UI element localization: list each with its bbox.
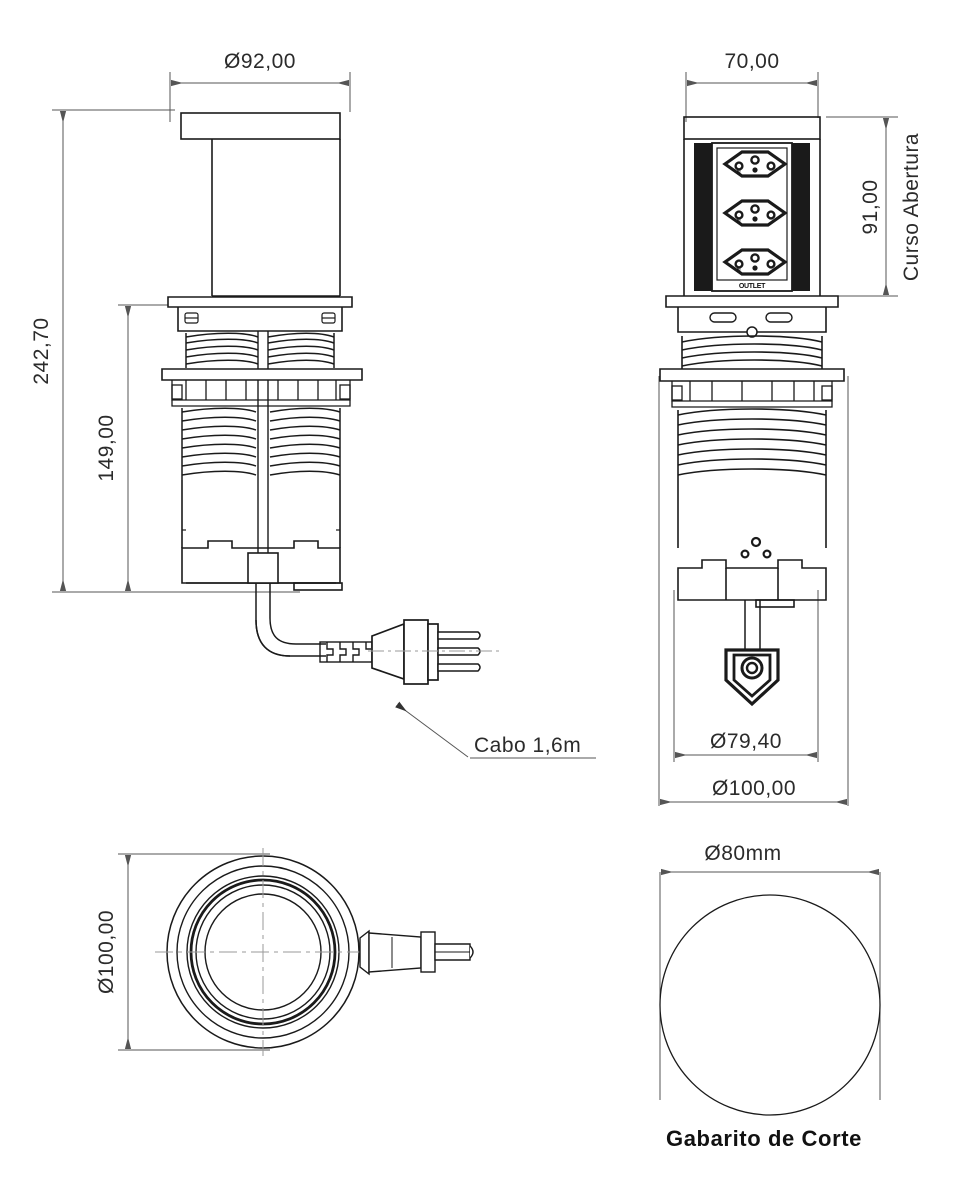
socket-1-pin-earth bbox=[750, 155, 760, 165]
socket-1-neutral-label: N bbox=[737, 170, 741, 176]
cut-template-title: Gabarito de Corte bbox=[666, 1126, 862, 1151]
socket-1[interactable]: N bbox=[722, 150, 788, 178]
dimension-dia80mm bbox=[659, 868, 881, 1100]
right-bottom-cap bbox=[677, 559, 827, 601]
screw-left bbox=[740, 549, 750, 559]
lower-barrel-sides bbox=[181, 480, 341, 548]
dim-label-dia100-00-top: Ø100,00 bbox=[95, 910, 118, 994]
top-cap-lid bbox=[180, 112, 341, 140]
dim-label-91-00: 91,00 bbox=[859, 179, 882, 234]
product-profile-right-lower bbox=[659, 295, 845, 707]
socket-2-pin-mark bbox=[752, 216, 758, 222]
socket-2-neutral-label: N bbox=[737, 219, 741, 225]
mid-flange-plate bbox=[161, 368, 363, 381]
tower-shadow-left bbox=[694, 143, 712, 291]
release-button-right bbox=[765, 312, 793, 323]
socket-2-pin-left bbox=[734, 210, 744, 220]
top-view-centerlines bbox=[155, 848, 368, 1056]
center-screw bbox=[746, 326, 758, 338]
socket-3-pin-right bbox=[766, 259, 776, 269]
dim-label-dia100-00-front: Ø100,00 bbox=[712, 777, 796, 800]
dimension-dia100-00-front bbox=[658, 376, 849, 806]
socket-3-neutral-label: N bbox=[737, 268, 741, 274]
top-view-cable-plug bbox=[359, 929, 474, 976]
brand-logo-text: OUTLET bbox=[739, 283, 766, 290]
lower-coil-spring bbox=[677, 408, 827, 480]
socket-2[interactable]: N bbox=[722, 199, 788, 227]
screw-top bbox=[750, 536, 762, 548]
top-cap-bar-right bbox=[683, 116, 821, 140]
lower-bellows bbox=[181, 407, 341, 480]
cut-template-circle bbox=[659, 894, 881, 1116]
socket-3-pin-earth bbox=[750, 253, 760, 263]
socket-panel-inner bbox=[716, 147, 788, 281]
upper-collar bbox=[177, 307, 343, 332]
socket-2-pin-earth bbox=[750, 204, 760, 214]
socket-3-pin-mark bbox=[752, 265, 758, 271]
right-mid-flange bbox=[659, 368, 845, 382]
screw-right bbox=[762, 549, 772, 559]
dimension-dia92 bbox=[169, 72, 351, 122]
dim-label-149-00: 149,00 bbox=[95, 414, 118, 481]
view-cut-template: Ø80mm Gabarito de Corte bbox=[659, 842, 881, 1151]
dim-label-dia80mm: Ø80mm bbox=[704, 842, 781, 865]
dimension-dia79-40 bbox=[673, 590, 819, 762]
socket-3[interactable]: N bbox=[722, 248, 788, 276]
right-lower-barrel bbox=[677, 480, 827, 548]
annotation-curso-abertura: Curso Abertura bbox=[900, 133, 923, 281]
bottom-tab bbox=[293, 582, 343, 591]
upper-bellows bbox=[185, 332, 335, 368]
plug-body bbox=[371, 619, 439, 685]
dim-label-dia92: Ø92,00 bbox=[224, 50, 296, 73]
top-flange-plate bbox=[167, 296, 353, 308]
right-slotted-ring bbox=[671, 381, 833, 408]
callout-label-cable: Cabo 1,6m bbox=[474, 734, 581, 757]
socket-group: N N N OUTLET bbox=[722, 150, 788, 290]
socket-3-pin-left bbox=[734, 259, 744, 269]
callout-cable bbox=[395, 701, 596, 759]
upper-coil-spring bbox=[681, 335, 823, 370]
socket-2-pin-right bbox=[766, 210, 776, 220]
view-top: Ø100,00 bbox=[95, 848, 474, 1056]
right-top-flange bbox=[665, 295, 839, 308]
socket-1-pin-left bbox=[734, 161, 744, 171]
cable-gland bbox=[247, 552, 279, 584]
dimension-dia100-00-top bbox=[118, 853, 270, 1051]
dim-label-242-70: 242,70 bbox=[30, 317, 53, 384]
tower-shadow-right bbox=[792, 143, 810, 291]
right-bottom-tab bbox=[755, 599, 795, 608]
view-front-left: Ø92,00 242,70 149,00 bbox=[30, 50, 596, 759]
product-profile-left bbox=[161, 112, 363, 591]
riser-column-sides bbox=[211, 139, 341, 296]
dim-label-dia79-40: Ø79,40 bbox=[710, 730, 782, 753]
right-plug-ring-inner bbox=[745, 661, 759, 675]
dimension-70-00 bbox=[685, 72, 819, 122]
slotted-ring bbox=[171, 380, 351, 407]
tower-outer-sides bbox=[683, 139, 821, 296]
power-cable bbox=[255, 583, 326, 657]
collar-screws bbox=[184, 312, 336, 324]
socket-1-pin-right bbox=[766, 161, 776, 171]
release-button-left bbox=[709, 312, 737, 323]
view-front-right: 70,00 91,00 Curso Abertura Ø79,40 Ø100,0… bbox=[658, 50, 923, 806]
dim-label-70-00: 70,00 bbox=[724, 50, 779, 73]
socket-1-pin-mark bbox=[752, 167, 758, 173]
